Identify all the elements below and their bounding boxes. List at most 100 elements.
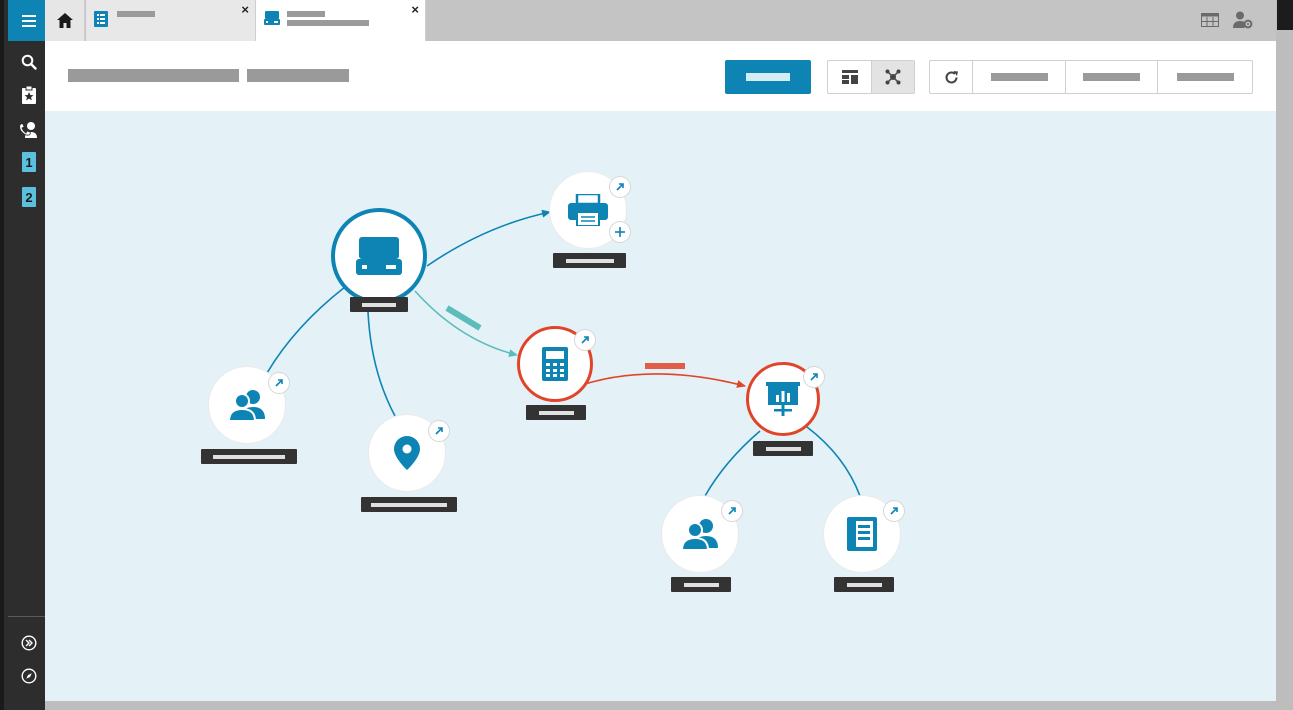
printer-icon [568,194,608,226]
button-label-placeholder [746,73,790,81]
view-toggle-group [827,60,915,94]
sidebar: 1 2 [0,0,49,710]
action-button-1[interactable] [972,61,1065,93]
tab-label-placeholder [287,11,325,17]
edge-calculator-presentation[interactable] [584,373,746,388]
calculator-icon [542,347,568,381]
badge-1-icon: 1 [21,152,36,172]
graph-canvas[interactable] [45,111,1276,701]
workspace-2-button[interactable]: 2 [8,181,49,213]
expand-icon [20,635,37,651]
node-label-document [834,577,894,592]
tab-bar: × × [45,0,1276,41]
list-icon [94,11,108,27]
edge-device-calculator[interactable] [414,290,518,357]
menu-button[interactable] [8,0,49,41]
page-header [45,41,1276,111]
favorites-button[interactable] [8,79,49,111]
tab-device[interactable]: × [256,0,426,41]
window-edge [1276,0,1293,710]
edge-device-location[interactable] [367,311,396,417]
document-icon [847,517,877,551]
node-label-calculator [526,405,586,420]
expand-sidebar-button[interactable] [8,627,49,659]
node-label-users-bottom [671,577,731,592]
tab-close-button[interactable]: × [411,2,419,17]
graph-edges [266,209,861,497]
presentation-icon [766,382,800,416]
action-button-group [929,60,1253,94]
edge-presentation-document[interactable] [806,426,861,497]
edge-device-printer[interactable] [426,209,551,267]
primary-action-button[interactable] [725,60,811,94]
user-settings-button[interactable] [1231,9,1255,31]
home-icon [56,13,73,28]
button-label-placeholder [1176,73,1234,81]
node-label-printer [553,253,626,268]
tab-home[interactable] [45,0,85,41]
open-link-badge[interactable] [884,501,904,521]
button-label-placeholder [990,73,1048,81]
table-view-button[interactable] [828,61,871,93]
compass-icon [20,668,37,684]
external-link-icon [275,379,283,387]
node-label-presentation [753,441,813,456]
action-button-2[interactable] [1065,61,1157,93]
tab-close-button[interactable]: × [241,2,249,17]
open-link-badge[interactable] [722,501,742,521]
tab-label-placeholder [117,11,155,17]
layout-button[interactable] [1198,9,1222,31]
open-link-badge[interactable] [610,177,630,197]
users-icon [680,519,718,550]
add-badge[interactable] [610,222,630,242]
search-button[interactable] [8,46,49,78]
plus-icon [615,227,625,237]
external-link-icon [890,507,898,515]
refresh-button[interactable] [930,61,972,93]
user-phone-icon [18,122,37,138]
edge-device-users[interactable] [266,286,346,374]
edge-presentation-users[interactable] [704,430,761,497]
svg-text:2: 2 [25,190,32,205]
open-link-badge[interactable] [269,373,289,393]
external-link-icon [728,507,736,515]
layout-icon [1201,13,1219,27]
node-label-device [350,297,408,312]
refresh-icon [945,70,958,83]
node-label-location [361,497,457,512]
action-button-3[interactable] [1157,61,1252,93]
menu-icon [21,14,36,27]
sidebar-divider [8,616,49,617]
device-icon [264,11,280,25]
navigator-button[interactable] [8,660,49,692]
svg-text:1: 1 [25,155,32,170]
device-icon [356,237,402,275]
edge-label-teal [445,305,482,331]
external-link-icon [581,336,589,344]
users-icon [227,390,265,421]
open-link-badge[interactable] [804,367,824,387]
clipboard-star-icon [21,86,36,104]
tab-sublabel-placeholder [287,20,369,26]
external-link-icon [810,373,818,381]
page-subtitle-placeholder [247,69,349,82]
node-label-users-left [201,449,297,464]
button-label-placeholder [1083,73,1140,81]
contacts-button[interactable] [8,114,49,146]
window-bottom-edge [45,701,1276,710]
tab-list[interactable]: × [86,0,256,41]
page-title-placeholder [68,69,239,82]
search-icon [21,54,37,70]
user-settings-icon [1233,11,1253,29]
graph-node-device[interactable] [331,208,427,304]
external-link-icon [616,183,624,191]
table-view-icon [841,70,858,84]
workspace-1-button[interactable]: 1 [8,146,49,178]
graph-view-button[interactable] [871,61,914,93]
open-link-badge[interactable] [429,421,449,441]
badge-2-icon: 2 [21,187,36,207]
graph-view-icon [885,69,901,85]
open-link-badge[interactable] [575,330,595,350]
location-pin-icon [394,436,420,470]
external-link-icon [435,427,443,435]
